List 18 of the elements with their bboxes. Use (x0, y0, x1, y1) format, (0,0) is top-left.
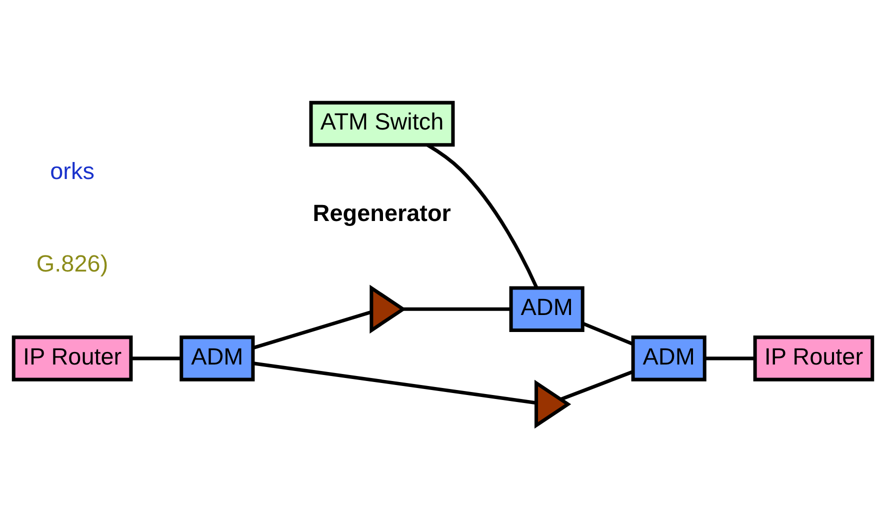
connector (403, 306, 511, 310)
node-box: IP Router (12, 335, 133, 381)
node-box: ADM (631, 335, 706, 381)
connector (704, 356, 755, 360)
node-triangle (534, 379, 572, 428)
node-box: ATM Switch (309, 100, 455, 146)
node-box: ADM (509, 286, 584, 332)
connector (252, 310, 372, 350)
node-box: ADM (180, 335, 255, 381)
label: orks (50, 157, 94, 184)
label: G.826) (36, 250, 108, 276)
connector (131, 356, 182, 360)
connector (252, 361, 536, 404)
node-triangle (370, 284, 406, 334)
connector (582, 321, 634, 346)
connector (560, 370, 634, 400)
node-box: IP Router (753, 335, 874, 381)
node-label: Regenerator (312, 200, 451, 226)
